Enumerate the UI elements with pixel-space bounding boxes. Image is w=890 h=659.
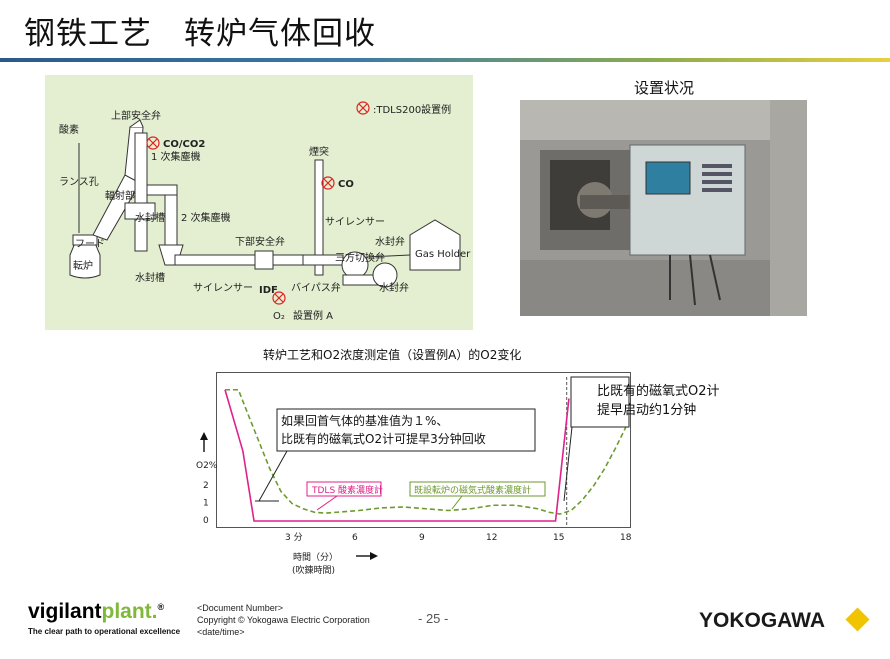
legend-label-1: TDLS 酸素濃度計 [311,484,383,496]
annotation-box-right [570,376,630,428]
chart-title: 转炉工艺和O2浓度测定值（设置例A）的O2变化 [263,348,522,362]
series-line-1 [224,389,570,522]
x-axis-label: 時間（分） [293,552,338,563]
annotation-pointer-left [258,450,288,502]
x-tick-label: 3 分 [285,532,303,543]
svg-text:上部安全弁: 上部安全弁 [111,109,161,122]
y-tick-label: 1 [203,499,209,509]
svg-text:煙突: 煙突 [309,145,329,158]
svg-text:フード: フード [75,239,105,250]
series-line-2 [225,388,628,515]
x-tick-label: 18 [620,533,632,543]
svg-text:水封槽: 水封槽 [135,271,165,284]
svg-text:輻射部: 輻射部 [105,189,135,202]
logo-tagline: The clear path to operational excellence [28,627,181,636]
y-tick-label: 2 [203,481,209,491]
annotation-pointer-right [563,426,573,502]
svg-text:Gas Holder: Gas Holder [415,249,471,260]
photo-caption: 设置状况 [634,79,695,97]
y-axis-arrow-head [200,432,208,440]
x-axis-arrow-head [370,552,378,560]
legend-box-1 [306,481,382,497]
svg-text:バイパス弁: バイパス弁 [291,281,341,294]
svg-text:設置例 A: 設置例 A [293,309,333,322]
vigilantplant-logo: vigilantplant.® [28,600,165,623]
svg-text:下部安全弁: 下部安全弁 [235,235,285,248]
legend-box-2 [409,481,546,497]
legend-label-2: 既設転炉の磁気式酸素濃度計 [414,484,531,496]
o2-chart: TDLS 酸素濃度計 既設転炉の磁気式酸素濃度計 如果回首气体的基准值为１%、比既有… [216,372,631,528]
x-axis-label-2: (吹錬時間) [292,564,335,576]
svg-text:O₂: O₂ [273,311,285,322]
svg-text:CO: CO [338,179,354,190]
svg-text:CO/CO2: CO/CO2 [163,139,205,150]
svg-text:三方切換弁: 三方切換弁 [335,251,385,264]
svg-text:1 次集塵機: 1 次集塵機 [151,150,201,163]
svg-text:酸素: 酸素 [59,123,79,136]
date-time: <date/time> [197,627,245,637]
x-tick-label: 12 [486,533,497,543]
svg-text:水封弁: 水封弁 [379,281,409,294]
legend-pointer-2 [451,495,463,510]
x-tick-label: 9 [419,533,425,543]
installation-photo [520,100,807,316]
legend-pointer-1 [316,495,338,511]
svg-text:ランス孔: ランス孔 [59,176,99,188]
y-tick-label: 0 [203,516,209,526]
annotation-left-line2: 比既有的磁氧式O2计可提早3分钟回收 [281,431,486,446]
x-tick-label: 6 [352,533,358,543]
svg-text:サイレンサー: サイレンサー [193,282,253,294]
svg-text:水封弁: 水封弁 [375,235,405,248]
document-info: <Document Number> Copyright © Yokogawa E… [197,602,370,638]
svg-text:サイレンサー: サイレンサー [325,216,385,228]
yokogawa-logo: YOKOGAWA [699,609,826,632]
svg-text:水封槽: 水封槽 [135,211,165,224]
copyright: Copyright © Yokogawa Electric Corporatio… [197,615,370,625]
annotation-box-left [276,408,536,452]
title-divider [0,58,890,62]
y-axis-label: O2% [196,461,218,471]
yokogawa-diamond-icon [845,607,870,632]
x-tick-label: 15 [553,533,564,543]
page-title: 钢铁工艺 转炉气体回收 [24,16,376,52]
annotation-left-line1: 如果回首气体的基准值为１%、 [281,413,448,428]
svg-text:2 次集塵機: 2 次集塵機 [181,211,231,224]
page-number: - 25 - [418,611,449,626]
svg-text:転炉: 転炉 [73,260,93,272]
document-number: <Document Number> [197,603,284,613]
process-diagram: :TDLS200設置例 酸素 ランス孔 フード 転炉 上部安全弁 CO/CO2 … [45,75,473,330]
svg-text:IDF: IDF [259,285,278,296]
legend-label: :TDLS200設置例 [373,103,451,116]
